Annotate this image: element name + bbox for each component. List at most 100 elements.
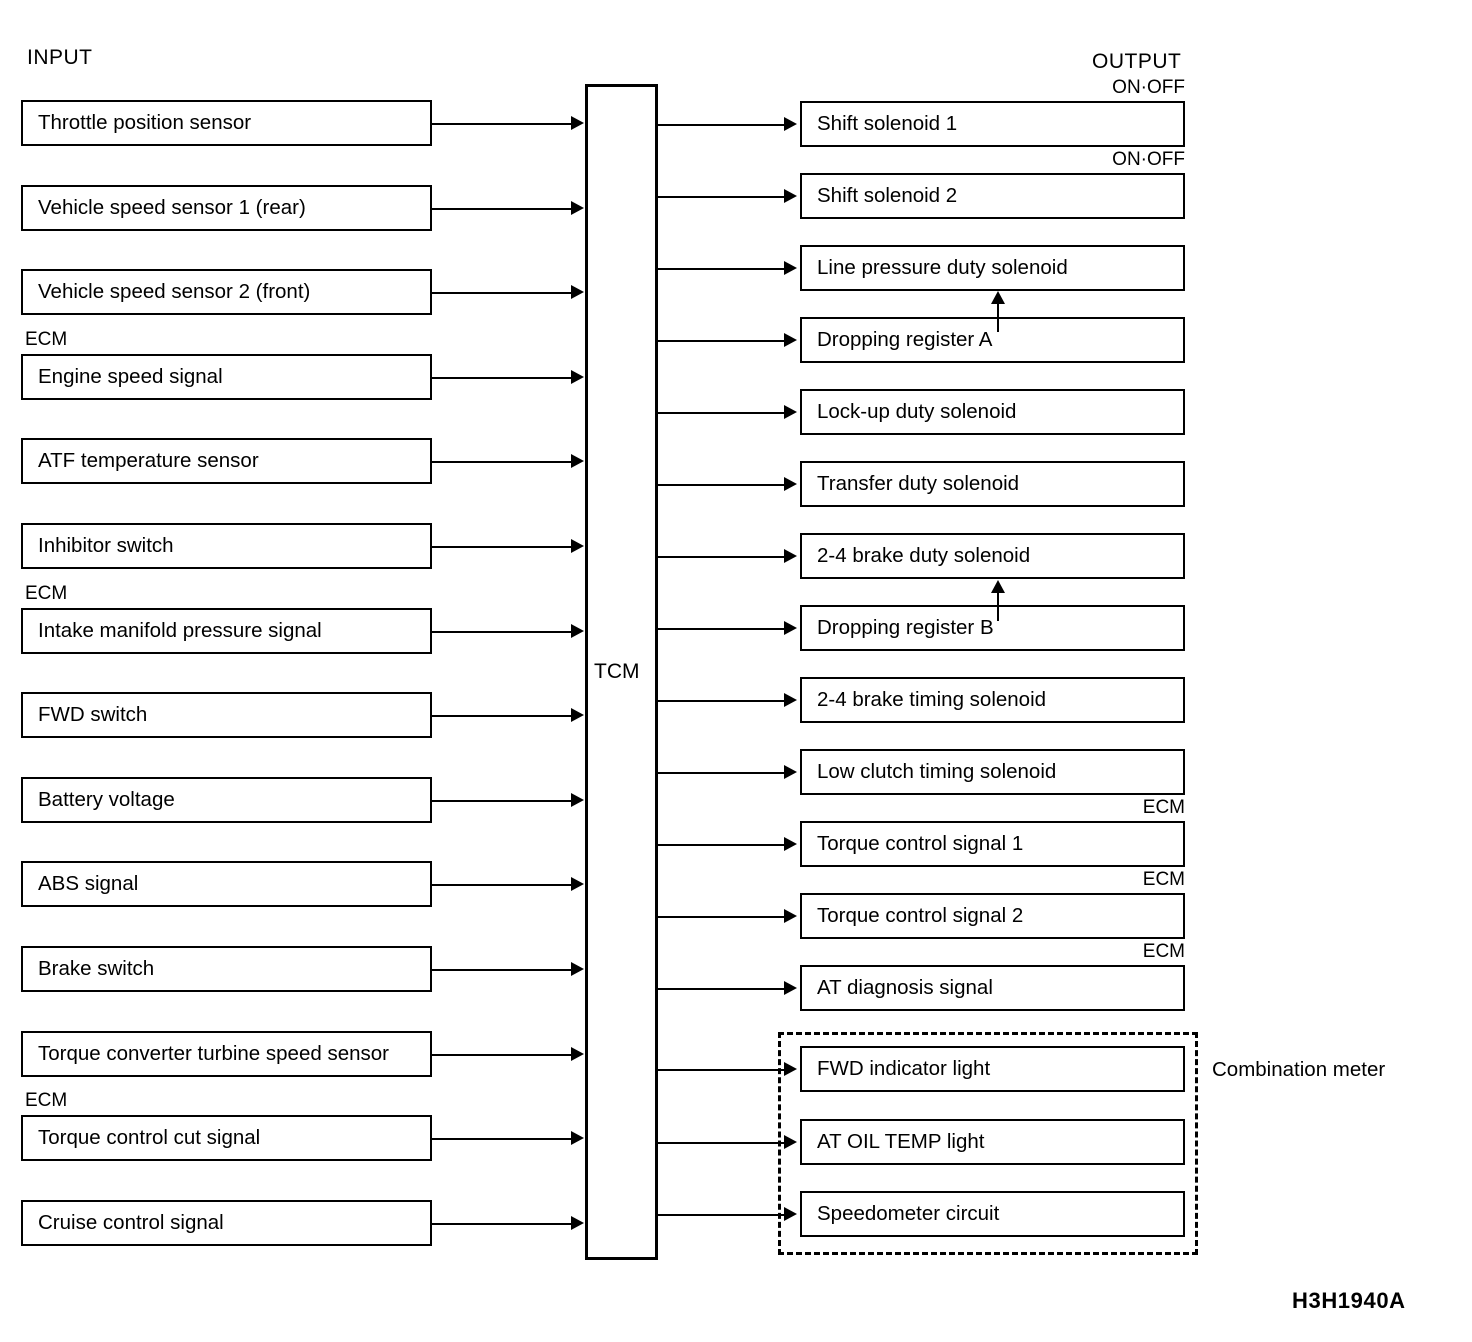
input-connector-arrow <box>571 116 584 130</box>
input-node[interactable]: Cruise control signal <box>21 1200 432 1246</box>
input-connector-line <box>432 800 573 802</box>
input-node[interactable]: ATF temperature sensor <box>21 438 432 484</box>
output-node[interactable]: Torque control signal 1 <box>800 821 1185 867</box>
link-arrow-dropping-a <box>991 291 1005 304</box>
output-connector-line <box>658 124 786 126</box>
output-node[interactable]: Speedometer circuit <box>800 1191 1185 1237</box>
output-connector-line <box>658 1214 786 1216</box>
output-node[interactable]: FWD indicator light <box>800 1046 1185 1092</box>
input-connector-arrow <box>571 793 584 807</box>
output-connector-line <box>658 988 786 990</box>
output-connector-line <box>658 772 786 774</box>
input-node-label: Torque converter turbine speed sensor <box>38 1041 389 1065</box>
link-line-dropping-a <box>997 296 999 332</box>
output-node[interactable]: Dropping register A <box>800 317 1185 363</box>
output-connector-line <box>658 412 786 414</box>
input-connector-line <box>432 969 573 971</box>
input-connector-arrow <box>571 708 584 722</box>
output-connector-line <box>658 916 786 918</box>
output-node[interactable]: Dropping register B <box>800 605 1185 651</box>
input-node-label: Torque control cut signal <box>38 1125 261 1149</box>
input-node[interactable]: Intake manifold pressure signal <box>21 608 432 654</box>
input-heading: INPUT <box>27 46 93 69</box>
tcm-label: TCM <box>594 660 640 683</box>
output-connector-line <box>658 196 786 198</box>
input-node-label: Brake switch <box>38 956 155 980</box>
output-node-label: Shift solenoid 1 <box>817 111 958 135</box>
output-node[interactable]: 2-4 brake timing solenoid <box>800 677 1185 723</box>
input-node[interactable]: Brake switch <box>21 946 432 992</box>
output-connector-arrow <box>784 477 797 491</box>
input-node[interactable]: Inhibitor switch <box>21 523 432 569</box>
input-node[interactable]: Battery voltage <box>21 777 432 823</box>
output-connector-line <box>658 340 786 342</box>
tcm-module-box[interactable] <box>585 84 658 1260</box>
input-node[interactable]: Engine speed signal <box>21 354 432 400</box>
output-connector-line <box>658 1069 786 1071</box>
output-node-label: Lock-up duty solenoid <box>817 399 1017 423</box>
input-node[interactable]: Vehicle speed sensor 1 (rear) <box>21 185 432 231</box>
output-node[interactable]: AT OIL TEMP light <box>800 1119 1185 1165</box>
input-connector-arrow <box>571 1131 584 1145</box>
output-node[interactable]: 2-4 brake duty solenoid <box>800 533 1185 579</box>
output-node[interactable]: Lock-up duty solenoid <box>800 389 1185 435</box>
output-node[interactable]: AT diagnosis signal <box>800 965 1185 1011</box>
input-node[interactable]: Throttle position sensor <box>21 100 432 146</box>
output-heading: OUTPUT <box>1092 50 1182 73</box>
input-connector-arrow <box>571 370 584 384</box>
input-node[interactable]: Torque converter turbine speed sensor <box>21 1031 432 1077</box>
output-node-label: AT OIL TEMP light <box>817 1129 985 1153</box>
output-node[interactable]: Low clutch timing solenoid <box>800 749 1185 795</box>
output-connector-arrow <box>784 1207 797 1221</box>
output-node-label: Torque control signal 2 <box>817 903 1024 927</box>
output-tag-11: ECM <box>1142 869 1185 890</box>
output-connector-arrow <box>784 1135 797 1149</box>
input-node-label: Inhibitor switch <box>38 533 174 557</box>
output-connector-arrow <box>784 693 797 707</box>
output-connector-arrow <box>784 621 797 635</box>
output-connector-line <box>658 484 786 486</box>
input-node-label: FWD switch <box>38 702 148 726</box>
input-node[interactable]: Vehicle speed sensor 2 (front) <box>21 269 432 315</box>
output-connector-arrow <box>784 549 797 563</box>
input-node[interactable]: Torque control cut signal <box>21 1115 432 1161</box>
output-node[interactable]: Line pressure duty solenoid <box>800 245 1185 291</box>
input-connector-arrow <box>571 539 584 553</box>
output-tag-0: ON·OFF <box>1112 77 1185 98</box>
output-connector-arrow <box>784 405 797 419</box>
input-tag-6: ECM <box>25 583 68 604</box>
output-connector-line <box>658 844 786 846</box>
input-node-label: Battery voltage <box>38 787 175 811</box>
input-connector-arrow <box>571 285 584 299</box>
input-node[interactable]: FWD switch <box>21 692 432 738</box>
input-connector-line <box>432 1223 573 1225</box>
input-connector-line <box>432 884 573 886</box>
output-connector-arrow <box>784 333 797 347</box>
output-node-label: Low clutch timing solenoid <box>817 759 1057 783</box>
input-node[interactable]: ABS signal <box>21 861 432 907</box>
figure-code: H3H1940A <box>1292 1288 1406 1313</box>
output-node[interactable]: Transfer duty solenoid <box>800 461 1185 507</box>
input-connector-arrow <box>571 1216 584 1230</box>
input-connector-arrow <box>571 624 584 638</box>
output-connector-line <box>658 556 786 558</box>
output-node-label: Line pressure duty solenoid <box>817 255 1068 279</box>
output-connector-arrow <box>784 909 797 923</box>
input-node-label: Intake manifold pressure signal <box>38 618 322 642</box>
output-connector-arrow <box>784 765 797 779</box>
link-line-dropping-b <box>997 585 999 621</box>
output-connector-arrow <box>784 117 797 131</box>
input-connector-arrow <box>571 1047 584 1061</box>
output-node-label: 2-4 brake duty solenoid <box>817 543 1031 567</box>
output-connector-line <box>658 268 786 270</box>
input-connector-arrow <box>571 454 584 468</box>
input-connector-line <box>432 292 573 294</box>
output-node[interactable]: Shift solenoid 2 <box>800 173 1185 219</box>
output-node-label: Transfer duty solenoid <box>817 471 1020 495</box>
output-node-label: Torque control signal 1 <box>817 831 1024 855</box>
output-node[interactable]: Shift solenoid 1 <box>800 101 1185 147</box>
output-node[interactable]: Torque control signal 2 <box>800 893 1185 939</box>
output-connector-line <box>658 700 786 702</box>
input-connector-line <box>432 123 573 125</box>
